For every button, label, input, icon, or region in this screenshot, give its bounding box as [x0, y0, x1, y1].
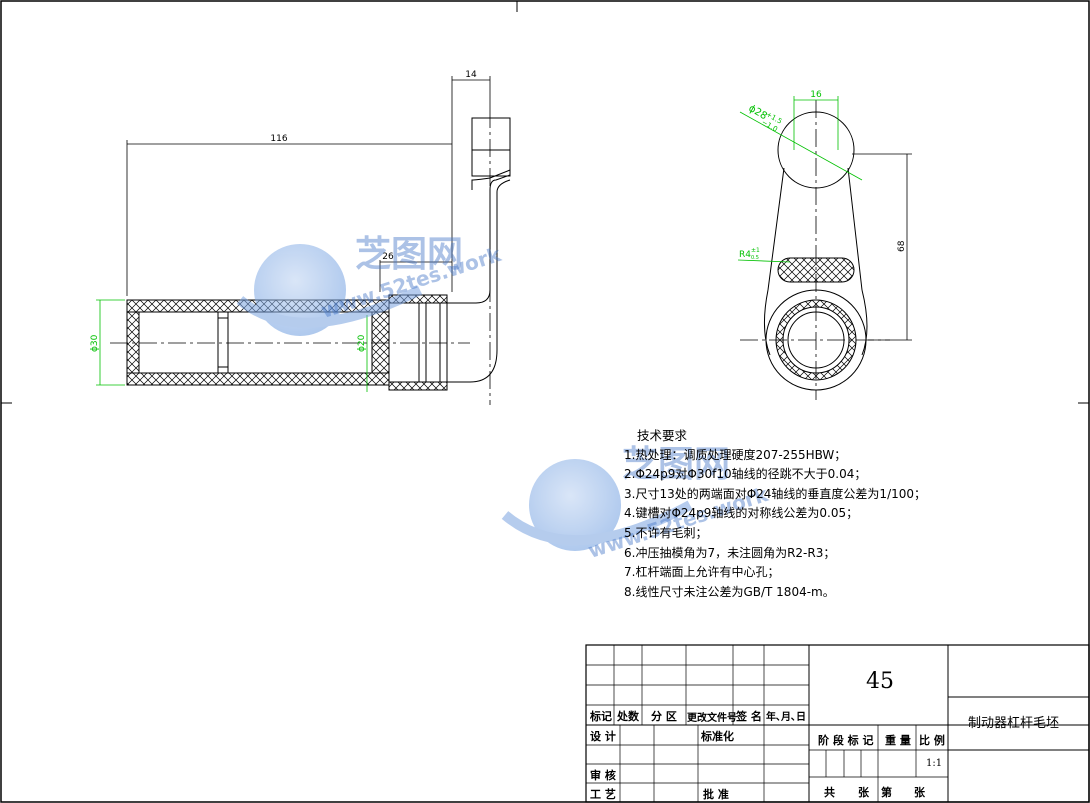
note-item-2: 2.Φ24p9对Φ30f10轴线的径跳不大于0.04；: [624, 467, 867, 482]
tb-label-process: 工 艺: [590, 788, 616, 801]
tb-label-review: 审 核: [590, 769, 616, 782]
r4-tol-down: 0.5: [751, 255, 759, 261]
dim-30-label: ϕ30: [90, 334, 100, 352]
side-view-green-dims: [737, 96, 863, 263]
tb-label-mark: 标记: [590, 710, 612, 723]
lever-taper-sides: [767, 167, 863, 291]
r4-label: R4: [739, 250, 751, 260]
title-block-grid: [585, 644, 1090, 803]
note-item-1: 1.热处理：调质处理硬度207-255HBW；: [624, 447, 847, 462]
tb-label-total: 共: [824, 786, 835, 799]
tb-label-zone: 分 区: [651, 710, 677, 723]
note-item-4: 4.键槽对Φ24p9轴线的对称线公差为0.05；: [624, 506, 859, 521]
side-view: [740, 100, 890, 400]
tb-label-stage: 阶 段 标 记: [818, 734, 874, 747]
tb-label-scale: 比 例: [919, 734, 945, 747]
lever-head: [471, 117, 511, 177]
hatch-bottom: [126, 372, 390, 386]
dim-116-label: 116: [270, 134, 287, 144]
note-item-6: 6.冲压抽模角为7，未注圆角为R2-R3；: [624, 545, 836, 560]
side-view-dimensions: [852, 153, 912, 341]
technical-requirements: 技术要求 1.热处理：调质处理硬度207-255HBW； 2.Φ24p9对Φ30…: [624, 426, 1004, 602]
r4-tol-up: ±1: [751, 247, 760, 254]
note-item-7: 7.杠杆端面上允许有中心孔；: [624, 565, 780, 580]
dim-line-28: [739, 111, 863, 181]
hub-bore: [388, 302, 420, 383]
front-view-dimensions: [126, 76, 491, 296]
leader-r4: [737, 259, 791, 263]
title-block-frame: [585, 644, 1090, 803]
watermark-globe-2: [529, 459, 621, 551]
dim-68-label: 68: [897, 240, 907, 252]
tb-label-standard: 标准化: [701, 730, 734, 743]
tb-part-name: 制动器杠杆毛坯: [968, 716, 1060, 731]
tb-label-sheets: 张: [858, 786, 869, 799]
tb-scale-value: 1:1: [926, 758, 943, 769]
tb-label-date: 年､月､日: [766, 712, 806, 723]
lever-bend: [471, 169, 511, 190]
hatch-right: [371, 311, 390, 374]
tb-label-doc-no: 更改文件号: [687, 713, 737, 724]
note-item-8: 8.线性尺寸未注公差为GB/T 1804-m。: [624, 584, 835, 599]
watermark-logo-1: [236, 244, 423, 336]
note-item-3: 3.尺寸13处的两端面对Φ24轴线的垂直度公差为1/100；: [624, 486, 927, 501]
watermark-globe-1: [254, 244, 346, 336]
dim-26-label: 26: [382, 252, 394, 262]
lever-fillet-right: [861, 289, 868, 356]
dim-14-label: 14: [465, 70, 477, 80]
hub-hatch-bottom: [388, 381, 448, 391]
tb-label-sign: 签 名: [736, 710, 762, 723]
note-item-5: 5.不许有毛刺；: [624, 525, 708, 540]
tb-label-weight: 重 量: [885, 734, 911, 747]
tb-label-approve: 批 准: [703, 788, 729, 801]
tb-label-design: 设 计: [590, 730, 616, 743]
tb-label-page: 第: [881, 786, 892, 799]
dim-20-label: ϕ20: [357, 334, 367, 352]
watermark-swoosh-1: [236, 285, 423, 328]
tb-label-sheet: 张: [914, 786, 925, 799]
lever-arm-lower: [447, 179, 511, 383]
lever-arm-upper: [447, 174, 511, 304]
watermark-logo-2: [501, 459, 693, 551]
lever-fillet-left: [763, 289, 771, 356]
tb-material: 45: [866, 669, 894, 694]
technical-requirements-title: 技术要求: [637, 428, 688, 443]
dim-16-label: 16: [810, 90, 822, 100]
tb-label-count: 处数: [617, 710, 639, 723]
front-view-diameter-dims: [96, 299, 368, 392]
watermark-swoosh-2: [501, 500, 693, 546]
hatch-left: [126, 311, 140, 374]
